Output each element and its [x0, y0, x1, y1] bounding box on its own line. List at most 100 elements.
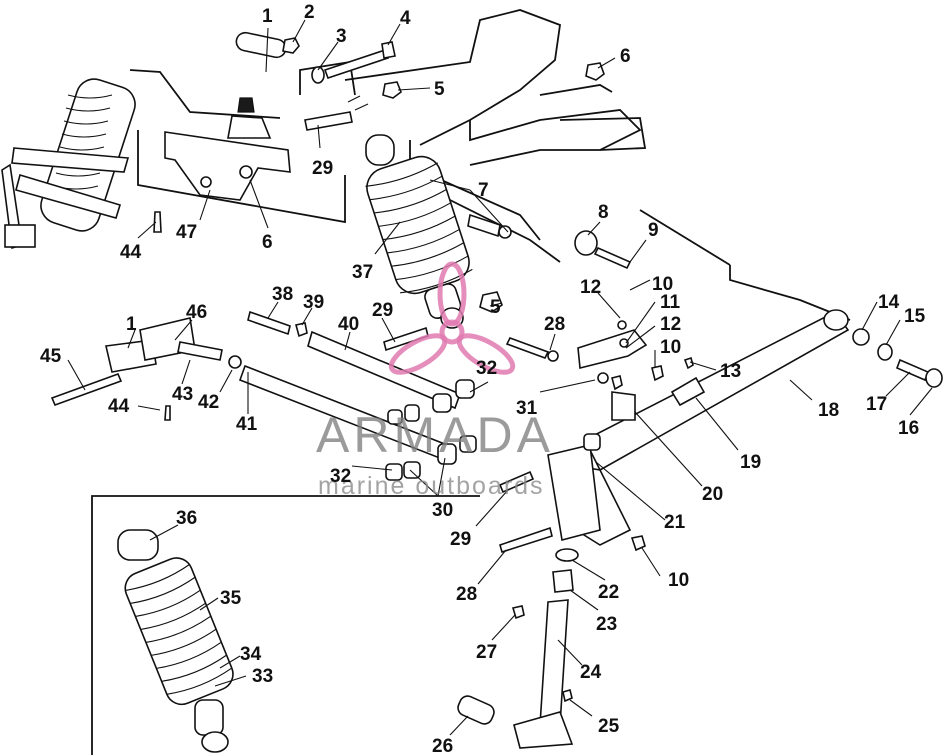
pin-44a [153, 211, 162, 233]
callout-15: 15 [904, 306, 926, 327]
bolt-4 [381, 41, 396, 59]
bracket-20 [611, 391, 636, 421]
washer-3 [311, 66, 325, 84]
bolt-29-lower [498, 470, 535, 494]
callout-26: 26 [432, 736, 453, 755]
bolt-9 [593, 246, 632, 270]
callout-41: 41 [236, 414, 258, 435]
left-shock-absorber [1, 78, 136, 250]
callout-37: 37 [352, 262, 373, 283]
callout-4: 4 [400, 8, 411, 29]
bolt-28 [505, 337, 550, 359]
callout-44: 44 [108, 396, 130, 417]
nut-5 [382, 81, 402, 99]
callout-10: 10 [668, 570, 689, 591]
callout-9: 9 [648, 220, 659, 241]
callout-29: 29 [450, 529, 471, 550]
callout-28: 28 [544, 314, 565, 335]
callout-40: 40 [338, 314, 359, 335]
mount-bracket-47 [164, 97, 291, 201]
callout-1: 1 [262, 6, 273, 27]
nut-10 [611, 375, 623, 391]
bushing-23 [552, 569, 574, 593]
callout-13: 13 [720, 361, 741, 382]
callout-10: 10 [652, 274, 673, 295]
nut-10-lower [630, 535, 646, 552]
bolt-29-top [304, 111, 353, 131]
callout-12: 12 [660, 314, 681, 335]
bolt-43 [177, 341, 223, 361]
callout-22: 22 [598, 582, 619, 603]
watermark-tagline: marine outboards [318, 472, 545, 500]
link-plate-11 [577, 329, 648, 370]
bolt-28-lower [499, 526, 553, 554]
watermark-name: ARMADA [316, 407, 554, 463]
callout-24: 24 [580, 662, 602, 683]
bushing-8 [574, 230, 598, 256]
callout-46: 46 [186, 302, 207, 323]
callout-42: 42 [198, 392, 219, 413]
control-arms [50, 211, 477, 481]
bushing-32a [455, 379, 475, 399]
callout-44: 44 [120, 242, 142, 263]
washer-12b [619, 338, 629, 348]
trailing-arm-18 [559, 309, 943, 546]
nut-10b [651, 365, 664, 382]
inset-shock-panel [91, 495, 480, 755]
callout-32: 32 [330, 466, 351, 487]
callout-6: 6 [262, 232, 273, 253]
watermark-logo: ARMADA marine outboards [316, 261, 554, 500]
propeller-logo-icon [388, 261, 516, 375]
callout-20: 20 [702, 484, 723, 505]
callout-5: 5 [490, 297, 501, 318]
washer-12a [617, 320, 627, 330]
callout-11: 11 [660, 292, 681, 313]
callout-18: 18 [818, 400, 839, 421]
washer-14 [852, 328, 870, 346]
callout-39: 39 [303, 292, 324, 313]
callout-33: 33 [252, 666, 273, 687]
nut-2 [282, 37, 300, 54]
callout-3: 3 [336, 26, 347, 47]
bolt-head-16 [925, 368, 943, 388]
callout-35: 35 [220, 588, 242, 609]
callout-10: 10 [660, 337, 681, 358]
callout-14: 14 [878, 292, 900, 313]
callout-29: 29 [312, 158, 333, 179]
callout-6: 6 [620, 46, 631, 67]
ski-mount-24 [513, 711, 574, 749]
pad-19 [670, 376, 706, 407]
bolt-17 [895, 358, 930, 382]
callout-29: 29 [372, 300, 393, 321]
washer-42 [228, 355, 242, 369]
callout-16: 16 [898, 418, 919, 439]
callout-17: 17 [866, 394, 887, 415]
callout-7: 7 [478, 180, 489, 201]
spindle-shaft-24 [539, 599, 569, 726]
callout-38: 38 [272, 284, 293, 305]
leader-lines [67, 19, 933, 736]
ring-22 [555, 548, 579, 562]
spindle-21 [547, 444, 601, 541]
callout-32: 32 [476, 358, 497, 379]
nut-39 [295, 322, 308, 338]
callout-47: 47 [176, 222, 197, 243]
callout-27: 27 [476, 642, 497, 663]
bushing-26 [457, 695, 495, 725]
callout-25: 25 [598, 716, 620, 737]
zerk-25 [562, 689, 573, 703]
callout-23: 23 [596, 614, 617, 635]
zerk-27 [511, 605, 525, 620]
callout-19: 19 [740, 452, 761, 473]
callout-36: 36 [176, 508, 197, 529]
washer-31 [597, 372, 609, 384]
callout-5: 5 [434, 79, 445, 100]
callout-45: 45 [40, 346, 62, 367]
pin-44b [164, 405, 171, 421]
callout-34: 34 [240, 644, 262, 665]
callout-21: 21 [664, 512, 686, 533]
center-shock-absorber-37 [365, 134, 473, 329]
bolt-38 [247, 310, 291, 336]
top-hardware [235, 31, 605, 131]
